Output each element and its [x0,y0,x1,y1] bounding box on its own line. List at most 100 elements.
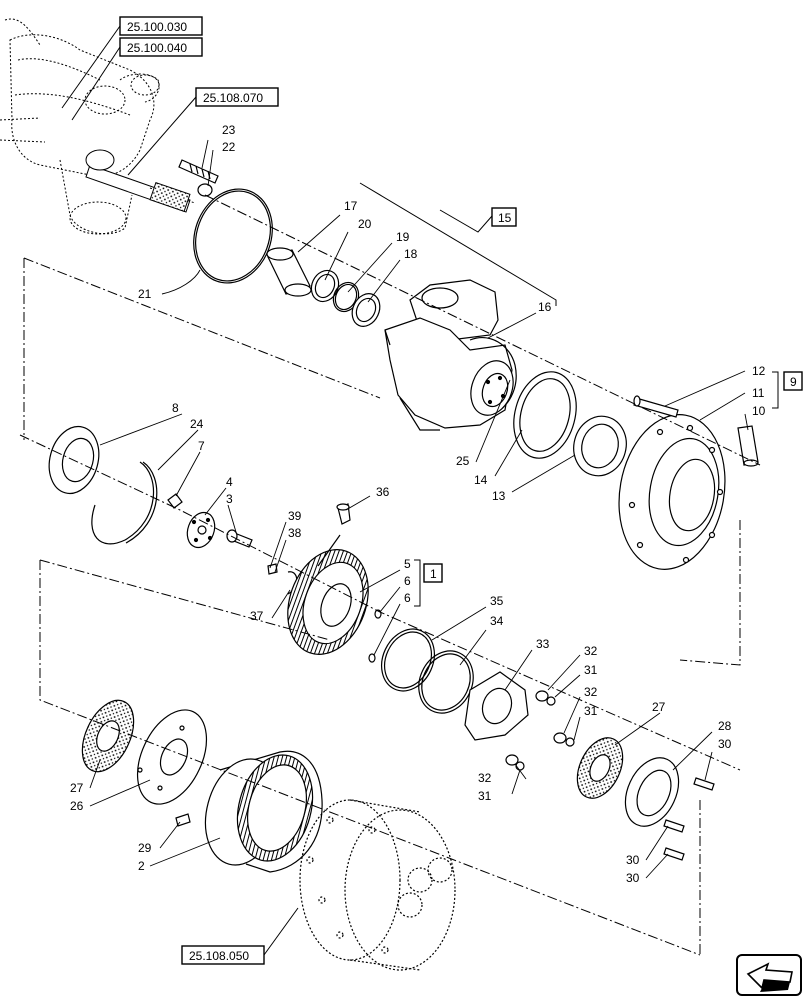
part-27-friction-disc [576,737,624,799]
callout-6: 6 [404,591,411,605]
part-2-ring-gear [204,750,323,873]
part-7-pin [167,493,183,509]
callout-30: 30 [626,871,640,885]
callout-4: 4 [226,475,233,489]
callout-8: 8 [172,401,179,415]
callout-2: 2 [138,859,145,873]
part-27-friction-disc [81,699,135,773]
part-12-stud-bolt [633,395,679,418]
callout-32: 32 [584,685,598,699]
callout-7: 7 [198,439,205,453]
callout-6: 6 [404,574,411,588]
part-28-plate [624,757,680,827]
part-31-screw [565,737,575,747]
callout-16: 16 [538,300,552,314]
callout-39: 39 [288,509,302,523]
ref-label: 25.108.070 [203,91,263,105]
part-17-sleeve [266,247,312,297]
group-label: 9 [790,375,797,389]
part-36-fitting [336,503,351,525]
part-26-plate [136,709,208,805]
group-label: 1 [430,567,437,581]
callout-34: 34 [490,614,504,628]
callout-21: 21 [138,287,152,301]
callout-25: 25 [456,454,470,468]
ref-box-25-108-050[interactable]: 25.108.050 [181,945,265,965]
group-box-15[interactable]: 15 [491,207,517,227]
group-brackets [359,182,779,607]
callout-30: 30 [626,853,640,867]
part-33-bracket [464,671,529,741]
ref-label: 25.100.030 [127,20,187,34]
part-4-washer [186,511,216,549]
part-31-screw [515,761,525,771]
ref-leaders [61,25,299,956]
part-5-brake-piston [287,534,369,655]
callout-38: 38 [288,526,302,540]
ref-box-25-100-040[interactable]: 25.100.040 [119,37,203,57]
callout-18: 18 [404,247,418,261]
callout-33: 33 [536,637,550,651]
callout-19: 19 [396,230,410,244]
callout-26: 26 [70,799,84,813]
back-navigation-button[interactable] [736,954,802,996]
callout-31: 31 [584,704,598,718]
part-35-o-ring [381,628,435,692]
ref-label: 25.108.050 [189,949,249,963]
axle-shaft [85,149,196,213]
part-32-bushing [505,754,519,766]
callout-27: 27 [652,700,666,714]
leader-lines [89,139,749,879]
callout-5: 5 [404,557,411,571]
ref-box-25-108-070[interactable]: 25.108.070 [195,87,279,107]
callout-17: 17 [344,199,358,213]
callout-37: 37 [250,609,264,623]
part-30-pin [663,847,685,861]
part-20-ring [310,269,340,303]
group-box-1[interactable]: 1 [423,563,443,583]
planetary-housing [299,799,456,971]
part-13-bearing [573,415,627,477]
callout-20: 20 [358,217,372,231]
part-18-seal [351,293,381,327]
part-24-snap-ring [91,461,158,545]
callout-31: 31 [478,789,492,803]
callout-3: 3 [226,492,233,506]
callout-35: 35 [490,594,504,608]
part-11-wheel-hub [618,414,726,570]
part-31-screw [546,696,556,706]
callout-10: 10 [752,404,766,418]
callout-14: 14 [474,473,488,487]
group-label: 15 [498,211,512,225]
callout-numbers: 23 22 17 20 19 18 21 16 12 11 10 8 24 7 … [70,123,766,885]
part-6-pin [368,653,376,663]
callout-13: 13 [492,489,506,503]
dash-lines [19,194,761,956]
callout-30: 30 [718,737,732,751]
part-32-bushing [553,732,567,744]
part-14-seal [513,371,577,459]
part-21-o-ring [193,188,273,284]
part-32-bushing [535,690,549,702]
part-22-nut [197,183,213,197]
callout-31: 31 [584,663,598,677]
callout-24: 24 [190,417,204,431]
back-arrow-icon [746,962,793,992]
callout-27: 27 [70,781,84,795]
part-16-steering-knuckle [384,279,517,431]
callout-22: 22 [222,140,236,154]
part-10-pin [737,425,759,467]
part-30-pin [663,819,685,833]
ref-box-25-100-030[interactable]: 25.100.030 [119,16,203,36]
callout-11: 11 [752,386,765,400]
callout-28: 28 [718,719,732,733]
callout-23: 23 [222,123,236,137]
part-23-stud [178,159,219,184]
callout-12: 12 [752,364,766,378]
part-30-pin [693,777,715,791]
group-box-9[interactable]: 9 [783,371,803,391]
ref-label: 25.100.040 [127,41,187,55]
callout-32: 32 [584,644,598,658]
callout-29: 29 [138,841,152,855]
